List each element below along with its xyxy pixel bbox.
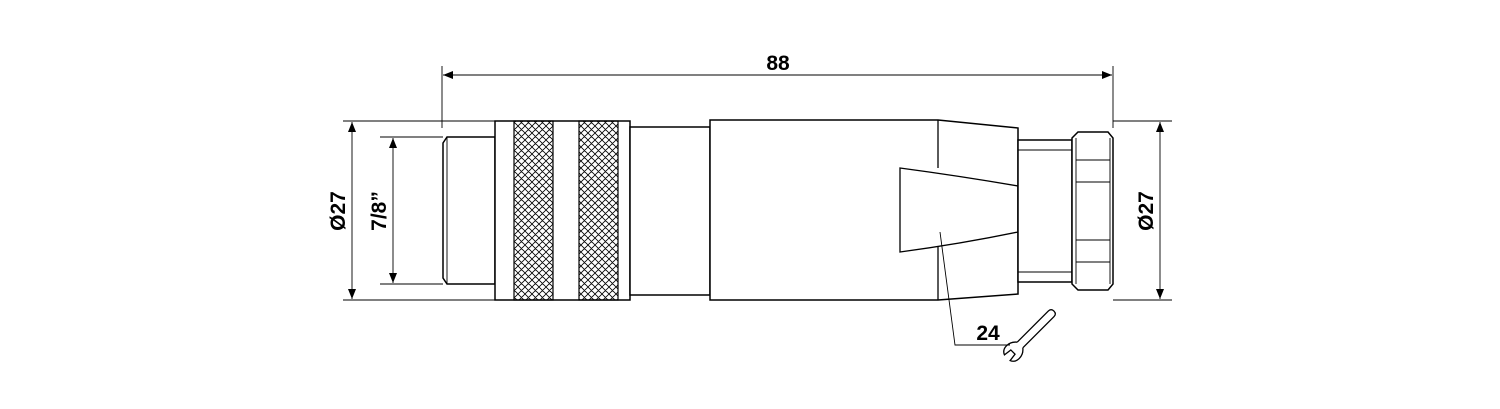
dimension-label-thread: 7/8” — [368, 191, 391, 231]
dimension-right-diameter: Ø27 — [1113, 120, 1172, 301]
leader-line — [939, 231, 1010, 346]
thread-section — [442, 136, 496, 285]
hex-nut — [1071, 131, 1114, 291]
dimension-label-length: 88 — [766, 52, 790, 75]
main-housing — [709, 119, 1019, 301]
dimension-label-right-diameter: Ø27 — [1135, 191, 1158, 231]
wrench-size-label: 24 — [976, 322, 1000, 345]
gland-shaft — [1017, 139, 1073, 283]
dimension-overall-length: 88 — [441, 52, 1114, 128]
knurl-band-1 — [513, 120, 554, 301]
wrench-icon — [1003, 308, 1057, 362]
knurl-band-2 — [578, 120, 619, 301]
dimension-label-left-diameter: Ø27 — [327, 191, 350, 231]
dimension-thread: 7/8” — [368, 136, 443, 285]
dimension-left-diameter: Ø27 — [327, 120, 495, 301]
wrench-callout: 24 — [939, 231, 1057, 362]
connector-body — [442, 119, 1114, 301]
neck — [629, 126, 711, 296]
